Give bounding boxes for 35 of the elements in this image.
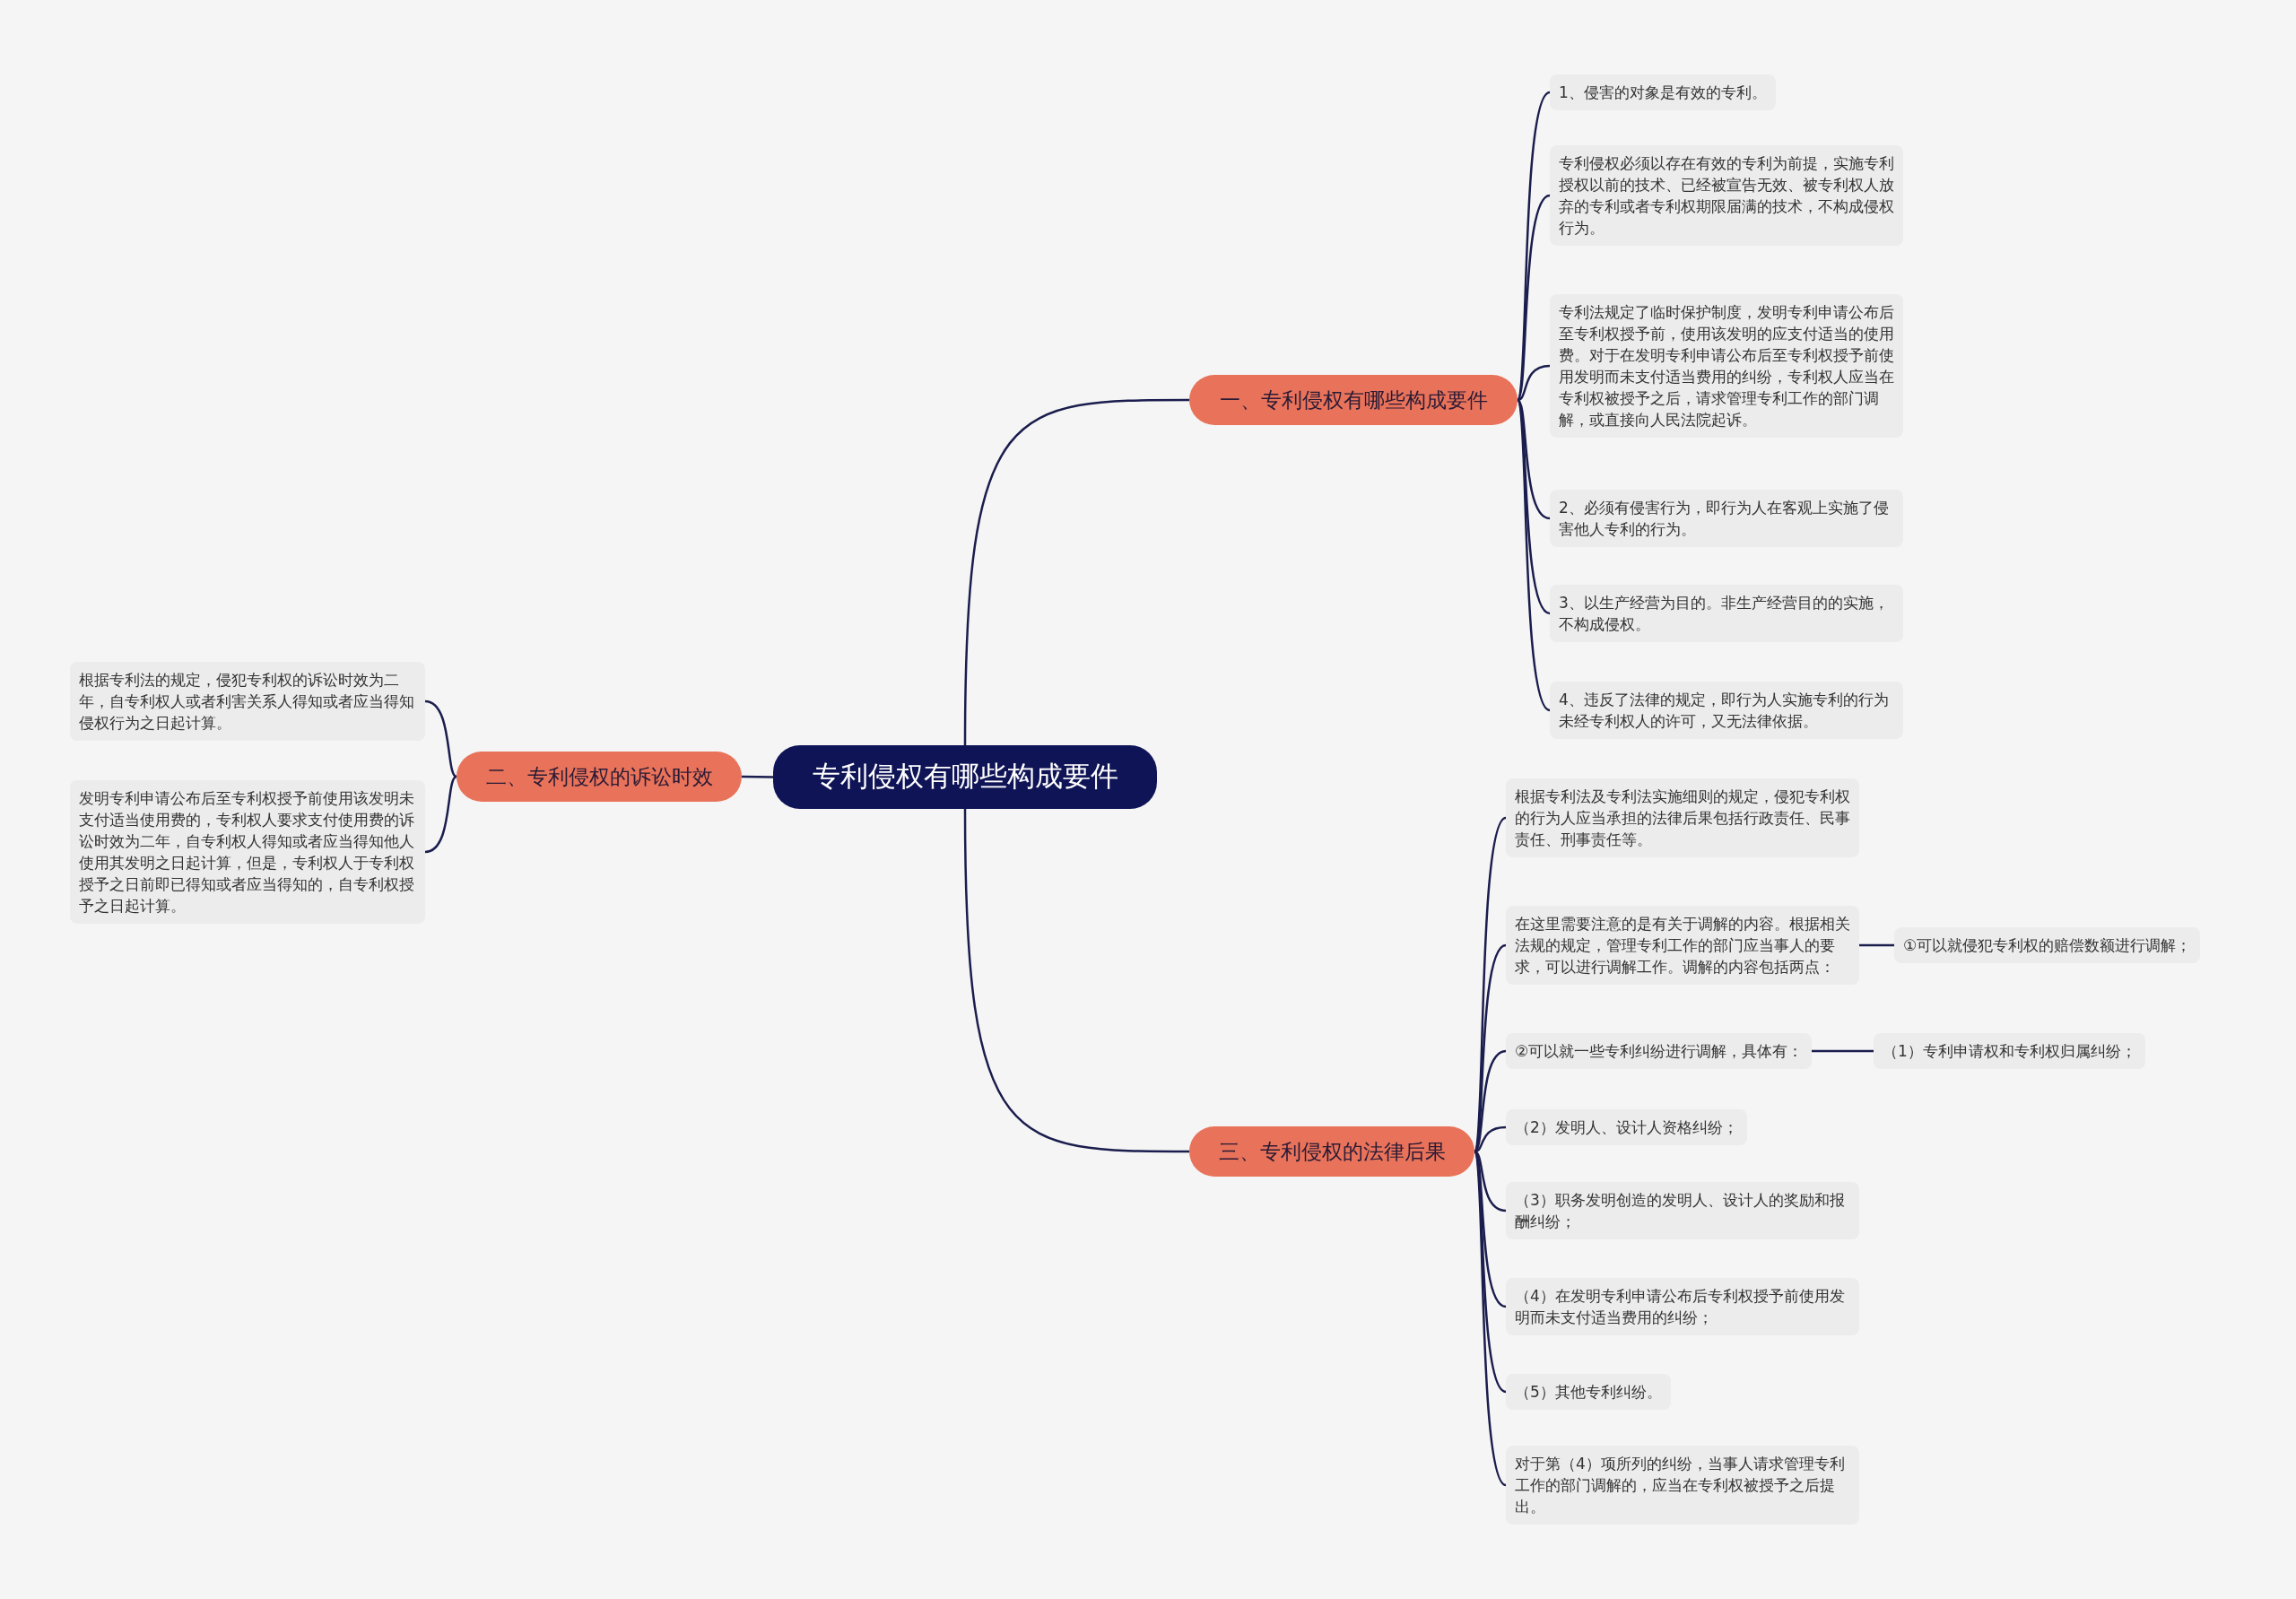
central-topic: 专利侵权有哪些构成要件 xyxy=(773,744,1157,809)
leaf-topic: 根据专利法的规定，侵犯专利权的诉讼时效为二年，自专利权人或者利害关系人得知或者应当得知侵权行为之日起计算。 xyxy=(70,662,425,741)
connector-line xyxy=(1859,943,1894,947)
leaf-topic: ①可以就侵犯专利权的赔偿数额进行调解； xyxy=(1894,927,2201,963)
connector-line xyxy=(1517,364,1551,402)
connector-line xyxy=(424,700,457,778)
leaf-topic: 对于第（4）项所列的纠纷，当事人请求管理专利工作的部门调解的，应当在专利权被授予之后提出。 xyxy=(1506,1446,1859,1525)
connector-line xyxy=(742,775,773,778)
connector-line xyxy=(1517,399,1551,520)
leaf-topic: 根据专利法及专利法实施细则的规定，侵犯专利权的行为人应当承担的法律后果包括行政责任、民事责任、刑事责任等。 xyxy=(1506,778,1859,857)
leaf-topic: 4、违反了法律的规定，即行为人实施专利的行为未经专利权人的许可，又无法律依据。 xyxy=(1550,682,1903,739)
leaf-topic: （1）专利申请权和专利权归属纠纷； xyxy=(1874,1033,2145,1069)
leaf-topic: 专利法规定了临时保护制度，发明专利申请公布后至专利权授予前，使用该发明的应支付适当的使用费。对于在发明专利申请公布后至专利权授予前使用发明而未支付适当费用的纠纷，专利权人应当在专利权被授予之后，请求管理专利工作的部门调解，或直接向人民法院起诉。 xyxy=(1550,294,1903,438)
leaf-topic: 在这里需要注意的是有关于调解的内容。根据相关法规的规定，管理专利工作的部门应当事人的要求，可以进行调解工作。调解的内容包括两点： xyxy=(1506,906,1859,985)
connector-line xyxy=(963,809,1189,1153)
leaf-topic: 专利侵权必须以存在有效的专利为前提，实施专利授权以前的技术、已经被宣告无效、被专利权人放弃的专利或者专利权期限届满的技术，不构成侵权行为。 xyxy=(1550,145,1903,246)
leaf-topic: （3）职务发明创造的发明人、设计人的奖励和报酬纠纷； xyxy=(1506,1182,1859,1239)
branch-topic: 一、专利侵权有哪些构成要件 xyxy=(1189,375,1518,425)
leaf-topic: 2、必须有侵害行为，即行为人在客观上实施了侵害他人专利的行为。 xyxy=(1550,490,1903,547)
connector-line xyxy=(1474,1125,1507,1153)
connector-line xyxy=(963,398,1189,745)
branch-topic: 三、专利侵权的法律后果 xyxy=(1189,1126,1474,1177)
leaf-topic: 1、侵害的对象是有效的专利。 xyxy=(1550,74,1776,110)
branch-topic: 二、专利侵权的诉讼时效 xyxy=(457,752,742,802)
connector-line xyxy=(1474,1150,1507,1212)
connector-line xyxy=(1812,1049,1874,1053)
connector-line xyxy=(424,775,457,854)
leaf-topic: （5）其他专利纠纷。 xyxy=(1506,1374,1671,1410)
leaf-topic: ②可以就一些专利纠纷进行调解，具体有： xyxy=(1506,1033,1813,1069)
leaf-topic: （2）发明人、设计人资格纠纷； xyxy=(1506,1109,1747,1145)
leaf-topic: （4）在发明专利申请公布后专利权授予前使用发明而未支付适当费用的纠纷； xyxy=(1506,1278,1859,1335)
connector-line xyxy=(1474,1049,1507,1152)
leaf-topic: 3、以生产经营为目的。非生产经营目的的实施，不构成侵权。 xyxy=(1550,585,1903,642)
connector-line xyxy=(1516,194,1551,401)
leaf-topic: 发明专利申请公布后至专利权授予前使用该发明未支付适当使用费的，专利权人要求支付使用费的诉讼时效为二年，自专利权人得知或者应当得知他人使用其发明之日起计算，但是，专利权人于专利权授予之日前即已得知或者应当得知的，自专利权授予之日起计算。 xyxy=(70,780,425,924)
